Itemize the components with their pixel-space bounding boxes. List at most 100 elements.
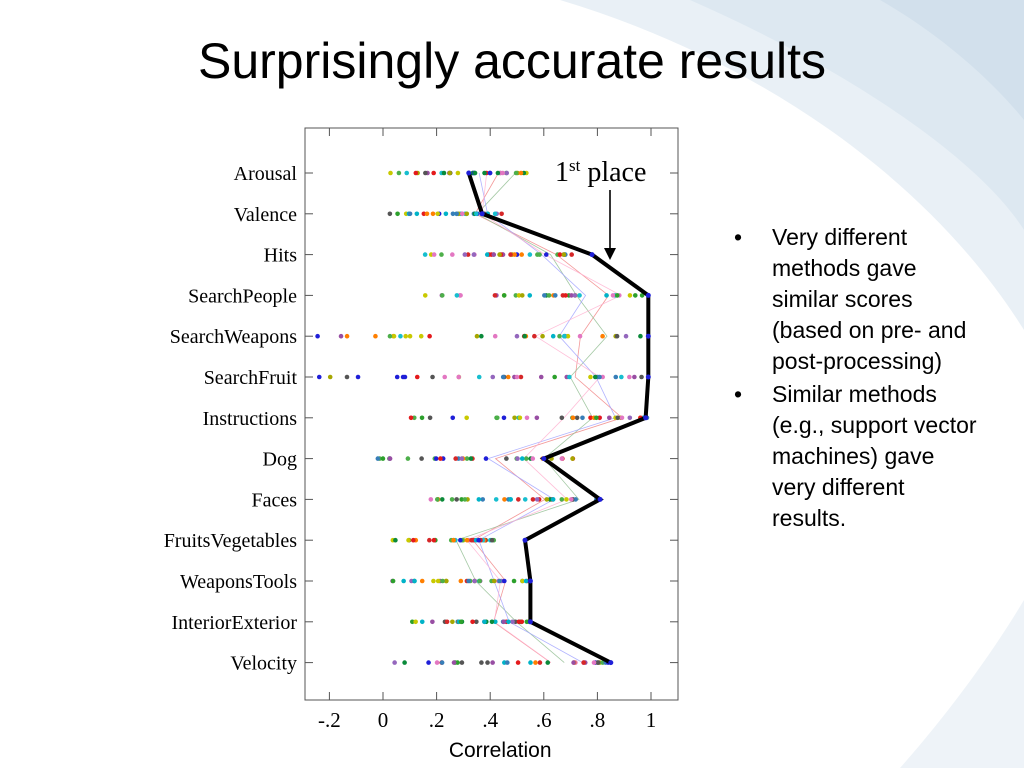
data-point [501,415,507,421]
data-point [459,456,465,461]
data-point [506,619,511,625]
y-tick-label: SearchFruit [204,367,298,389]
data-point [441,170,447,176]
data-point [492,211,498,217]
data-point [439,252,444,257]
data-point [414,374,420,380]
y-tick-label: Hits [264,245,298,267]
data-point [565,333,571,339]
data-point [500,374,506,380]
data-point [471,252,477,257]
y-tick-label: WeaponsTools [180,571,297,593]
data-point [524,415,530,421]
winner-point [589,252,595,258]
data-point [510,619,515,625]
data-point [411,537,416,543]
data-point [499,211,504,217]
winner-point [645,374,651,380]
data-point [407,211,413,217]
data-point [522,333,527,339]
data-point [639,293,645,298]
data-point [476,537,481,543]
y-tick-label: Instructions [203,408,298,430]
data-point [497,578,502,584]
data-point [492,619,498,625]
data-point [435,211,441,217]
data-point [451,660,457,665]
data-point [577,333,583,339]
data-point [614,333,620,339]
data-point [458,578,464,584]
y-tick-label: SearchPeople [188,285,297,307]
x-tick-label: .4 [482,708,498,732]
x-tick-label: .8 [590,708,606,732]
data-point [388,170,393,176]
data-point [542,293,547,298]
data-point [532,333,537,339]
data-point [545,660,551,665]
data-point [492,333,498,339]
data-point [573,497,578,502]
data-point [500,170,506,176]
data-point [450,415,456,421]
bullet-item: Similar methods (e.g., support vector ma… [730,379,980,534]
data-point [592,374,598,380]
data-point [591,660,597,665]
data-point [489,619,495,625]
data-point [518,170,524,176]
data-point [627,374,632,380]
data-point [400,374,406,380]
data-point [427,415,433,421]
data-point [504,456,509,461]
data-point [413,619,418,625]
x-tick-label: -.2 [318,708,341,732]
data-point [390,578,396,584]
data-point [401,578,406,584]
data-point [523,456,529,461]
data-point [501,293,507,298]
data-point [519,252,524,257]
data-point [431,252,437,257]
data-point [344,333,350,339]
winner-point [527,578,533,584]
data-point [504,170,510,176]
data-point [393,537,398,543]
data-point [563,293,568,298]
data-point [569,252,574,257]
data-point [427,333,432,339]
data-point [516,619,522,625]
data-point [407,333,413,339]
data-point [462,497,468,502]
data-point [530,497,536,502]
data-point [476,374,482,380]
winner-point [541,456,547,462]
data-point [474,333,480,339]
data-point [482,619,487,625]
data-point [516,293,522,298]
data-point [487,170,493,176]
data-point [534,497,540,502]
data-point [497,252,502,257]
data-point [404,170,410,176]
data-point [607,415,612,421]
data-point [440,578,445,584]
data-point [454,497,459,502]
data-point [495,170,501,176]
data-point [559,497,565,502]
data-point [476,497,482,502]
data-point [597,374,602,380]
winner-point [527,619,533,625]
data-point [594,415,599,421]
data-point [619,415,625,421]
data-point [567,374,572,380]
data-point [639,374,644,380]
winner-point [608,660,614,666]
data-point [520,578,525,584]
data-point [472,170,478,176]
data-point [439,293,445,298]
data-point [518,374,524,380]
data-point [438,456,443,461]
winner-point [643,415,649,421]
data-point [460,211,465,217]
